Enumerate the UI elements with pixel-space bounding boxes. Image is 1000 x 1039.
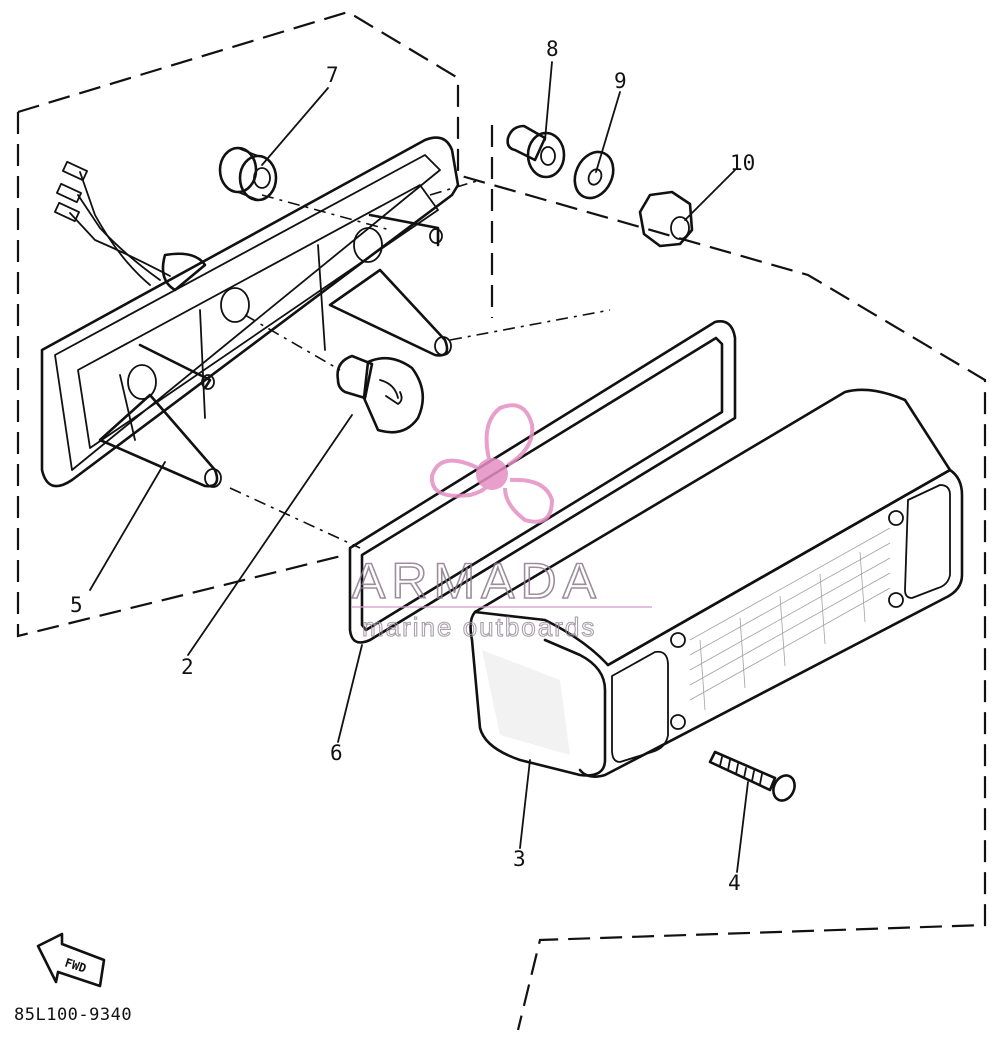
callout-4: 4	[728, 871, 741, 895]
assembly-axes	[229, 179, 611, 549]
callout-3: 3	[513, 847, 526, 871]
nut	[638, 190, 694, 248]
collar-bushing	[506, 124, 566, 179]
callout-labels: 2 3 4 5 6 7 8 9 10	[70, 37, 755, 895]
callout-6: 6	[330, 741, 343, 765]
drawing-code: 85L100-9340	[14, 1005, 132, 1025]
callout-9: 9	[614, 69, 627, 93]
callout-7: 7	[326, 63, 339, 87]
grommet	[218, 146, 278, 202]
propeller-logo-icon	[429, 403, 555, 524]
washer	[573, 150, 615, 200]
callout-8: 8	[546, 37, 559, 61]
fwd-label: FWD	[63, 956, 88, 976]
lamp-housing	[40, 136, 460, 488]
lens	[469, 388, 964, 778]
watermark-brand: ARMADA	[352, 553, 602, 609]
callout-2: 2	[181, 655, 194, 679]
gasket	[348, 320, 737, 644]
group-outline-upper	[16, 10, 987, 1031]
callout-10: 10	[730, 151, 755, 175]
fwd-arrow: FWD	[36, 932, 106, 988]
leader-lines	[89, 61, 749, 873]
callout-5: 5	[70, 593, 83, 617]
bulb	[336, 354, 425, 434]
watermark-tagline: marine outboards	[362, 612, 596, 642]
screw	[708, 750, 796, 802]
watermark: ARMADA marine outboards	[351, 403, 652, 643]
